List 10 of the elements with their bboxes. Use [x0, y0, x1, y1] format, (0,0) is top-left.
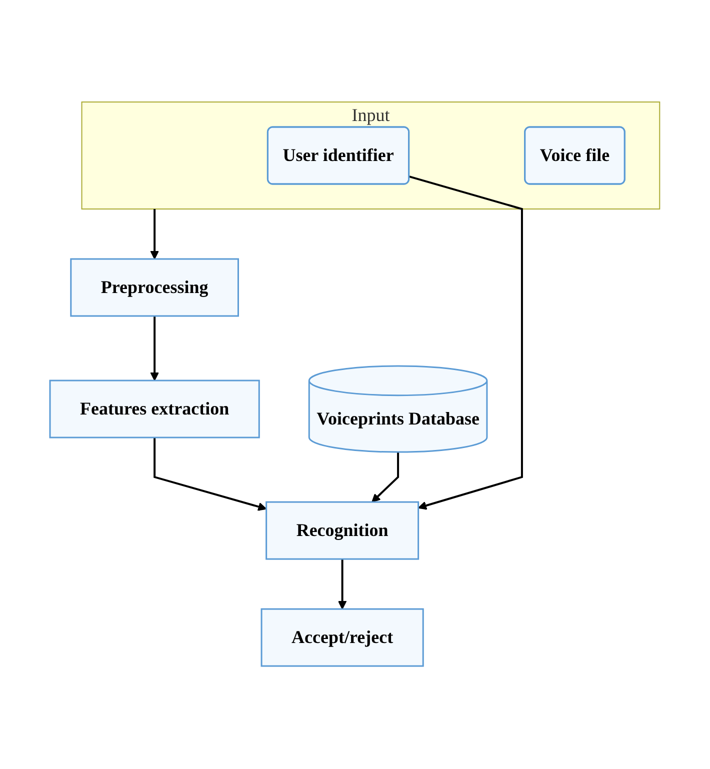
arrow	[409, 176, 524, 510]
node-box: Accept/reject	[260, 608, 424, 668]
node-box: Preprocessing	[70, 258, 240, 318]
node-box: Recognition	[266, 502, 420, 560]
arrow	[150, 316, 160, 382]
arrow	[154, 438, 267, 512]
node-box: Features extraction	[49, 380, 260, 439]
arrow	[372, 452, 400, 503]
arrow	[150, 209, 160, 260]
arrow	[338, 560, 347, 610]
